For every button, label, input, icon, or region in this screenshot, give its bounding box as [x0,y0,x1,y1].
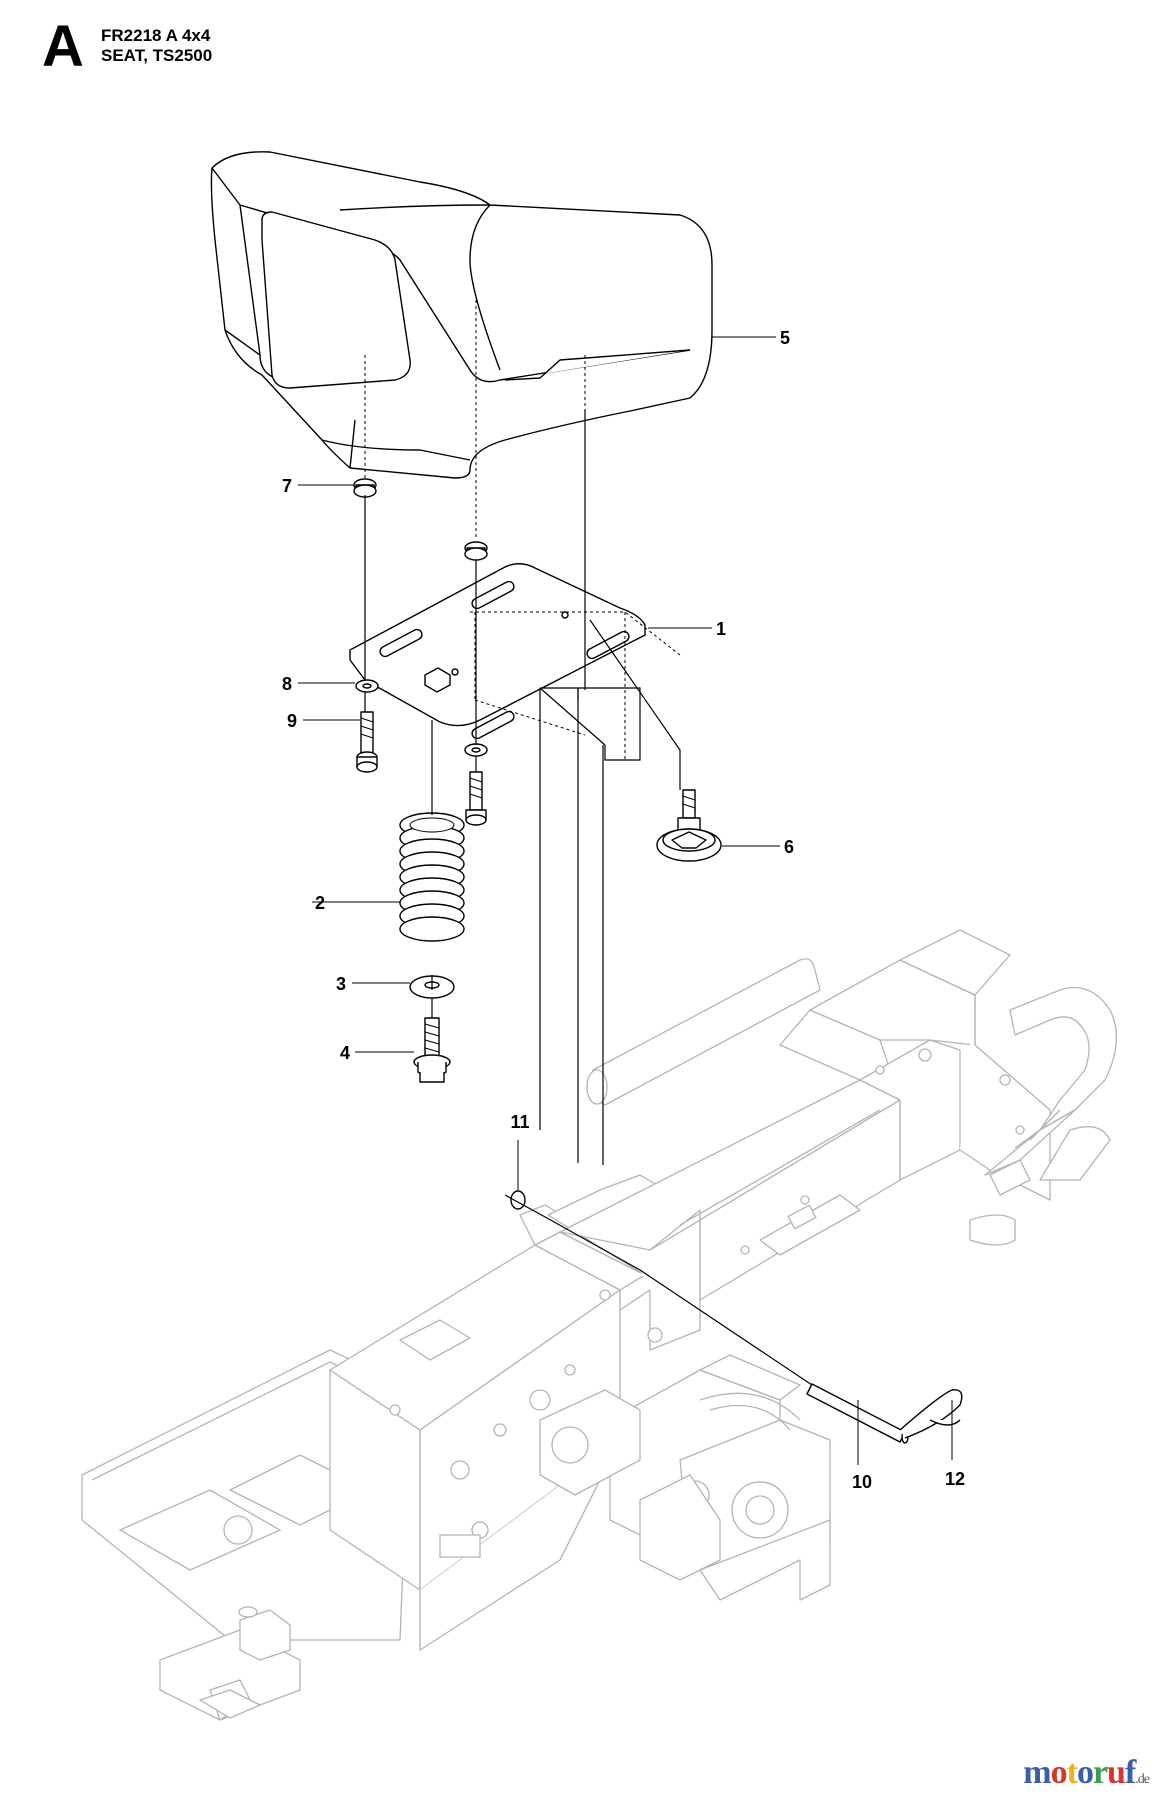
mid-washers [464,541,488,826]
watermark-letter: f [1124,1754,1136,1791]
model-name: FR2218 A 4x4 [101,26,211,45]
callout-10: 10 [852,1472,872,1492]
title-block: FR2218 A 4x4 SEAT, TS2500 [101,26,212,66]
part-6-knob [656,789,722,862]
part-7-washer [353,478,377,498]
section-letter: A [42,14,84,79]
motoruf-watermark-logo: motoruf.de [1023,1754,1150,1792]
watermark-letter: t [1066,1754,1078,1791]
callout-numbers: 1 2 3 4 5 6 7 8 9 10 11 12 [282,328,965,1492]
callout-9: 9 [287,711,297,731]
part-1-seat-plate [349,563,646,740]
callout-1: 1 [716,619,726,639]
assembly-axes [364,300,813,1386]
callout-11: 11 [510,1112,529,1132]
part-2-spring [399,812,465,942]
callout-3: 3 [336,974,346,994]
part-4-bolt [413,1017,451,1083]
section-title: SEAT, TS2500 [101,46,213,65]
callout-12: 12 [945,1469,965,1489]
watermark-letter: o [1050,1754,1068,1791]
callout-7: 7 [282,476,292,496]
part-12-hairpin [899,1389,963,1439]
callout-5: 5 [780,328,790,348]
callout-6: 6 [784,837,794,857]
watermark-tld: .de [1135,1772,1150,1787]
watermark-letter: u [1107,1754,1126,1791]
leader-lines [298,336,953,1465]
callout-4: 4 [340,1043,350,1063]
watermark-letter: r [1092,1754,1108,1791]
tractor-frame [81,929,1118,1721]
callout-2: 2 [315,893,325,913]
part-5-seat [210,151,713,479]
watermark-letter: m [1023,1754,1051,1791]
part-9-bolt [356,711,378,773]
mount-bracket-guide [470,611,681,1165]
part-8-washer [355,679,379,693]
callout-8: 8 [282,674,292,694]
watermark-letter: o [1076,1754,1094,1791]
